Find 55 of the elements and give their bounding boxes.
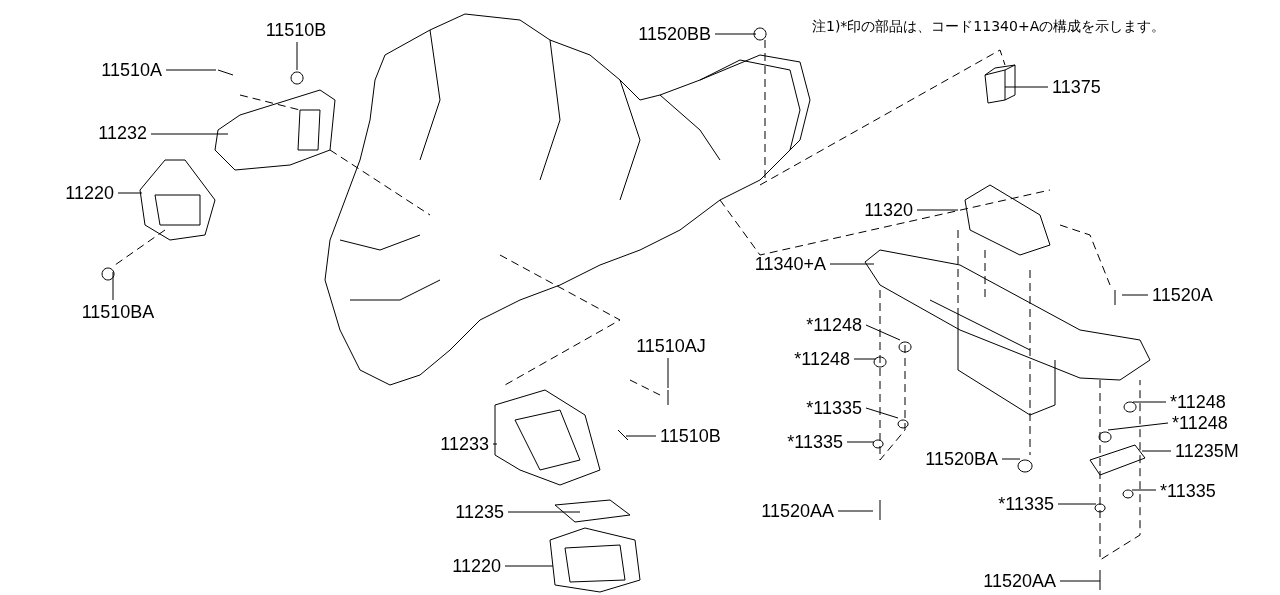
leader-line [1059,580,1101,582]
leader-line [916,209,959,211]
callout-number: 11235M [1175,441,1239,461]
callout-number: 11375 [1052,77,1101,97]
callout-number: 11520AA [983,571,1056,591]
callout-number: 11520A [1152,285,1213,305]
leader-line [846,441,875,443]
callout-number: 11220 [452,556,501,576]
callout-number: 11340+A [754,254,826,274]
leader-line [667,357,669,389]
callout-number: 11235 [455,502,504,522]
leader-line [1121,294,1149,296]
leader-line [1057,503,1097,505]
leader-line [150,133,229,135]
callout-number: 11233 [440,434,489,454]
callout-number: *11335 [1160,481,1216,501]
leader-line [865,407,899,419]
callout-number: 11510B [265,20,327,40]
callout-number: 11520AA [761,501,834,521]
leader-line [1001,458,1021,460]
leader-line [165,69,217,71]
callout-number: *11335 [806,398,862,418]
callout-number: 11510A [101,60,162,80]
leader-line [1107,422,1169,431]
leader-line [1132,401,1167,403]
leader-line [829,263,875,265]
leader-line [865,324,901,341]
leader-line [1131,489,1157,491]
callout-number: 11520BA [925,449,998,469]
callout-number: 11220 [65,183,114,203]
leader-line [1141,450,1172,452]
callout-number: *11248 [1170,392,1226,412]
callout-number: 11320 [864,200,913,220]
leader-line [1004,86,1049,88]
callout-number: *11248 [794,349,850,369]
leader-line [853,358,877,360]
leader-line [296,41,298,71]
callout-number: *11248 [1172,413,1228,433]
callout-number: 11510AJ [636,336,706,356]
note-text: 注1)*印の部品は、コード11340+Aの構成を示します。 [812,17,1166,35]
leader-line [504,565,554,567]
leader-line [714,33,757,35]
callout-number: 11510B [660,426,721,446]
leader-line [112,271,114,301]
callout-number: *11248 [806,315,862,335]
leader-line [492,443,498,445]
callout-number: 11510BA [81,302,155,322]
callout-number: 11520BB [638,24,711,44]
callout-number: *11335 [787,432,843,452]
leader-line [837,510,874,512]
leader-line [507,511,581,513]
leader-line [117,192,143,194]
callout-number: *11335 [998,494,1054,514]
callout-number: 11232 [98,123,147,143]
leader-line [625,435,657,437]
